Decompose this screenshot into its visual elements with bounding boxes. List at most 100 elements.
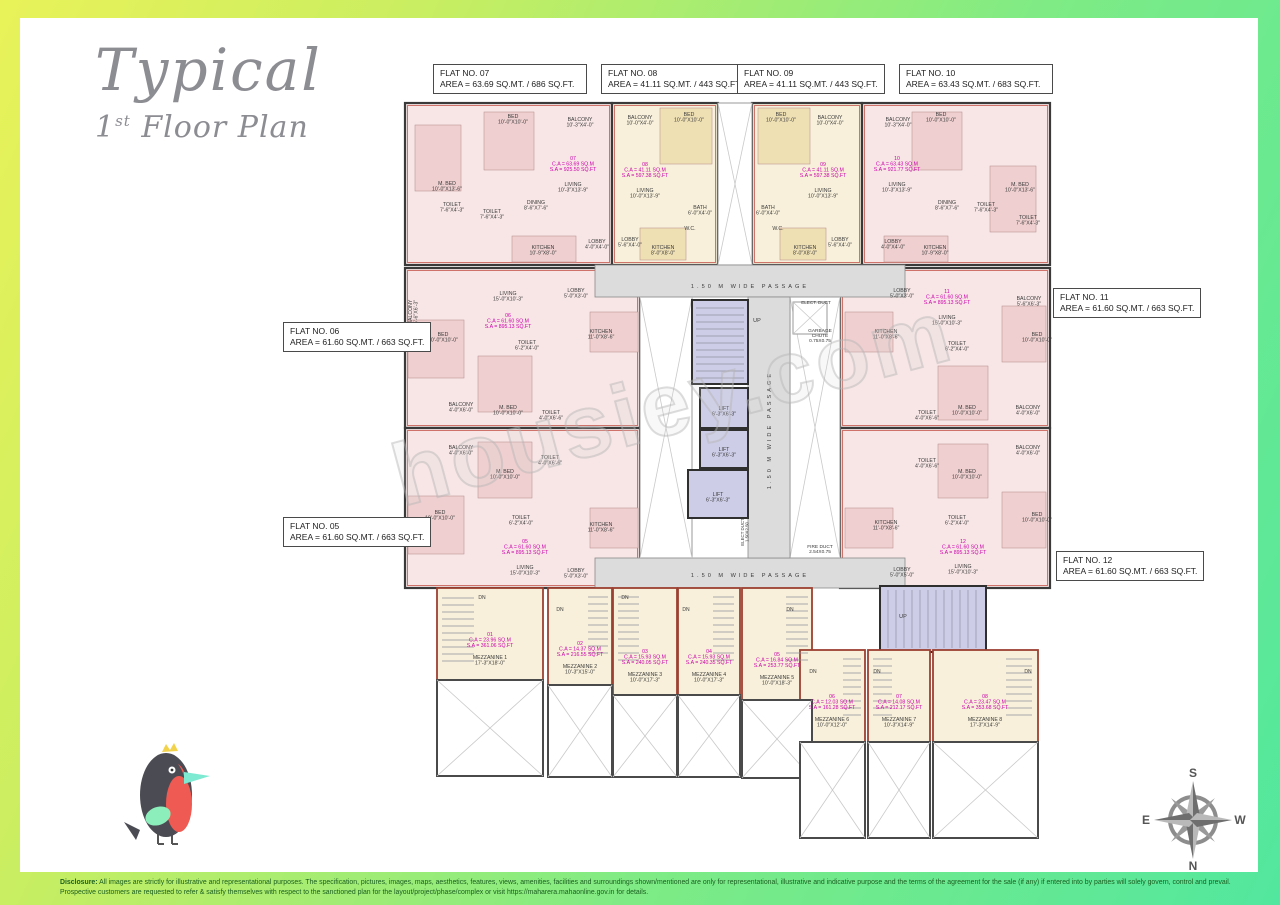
flat-area: AREA = 41.11 SQ.MT. / 443 SQ.FT.: [744, 79, 878, 90]
furniture-patch: [589, 507, 639, 549]
room-label: DN: [682, 607, 690, 613]
page-title: Typical: [95, 36, 322, 104]
furniture-patch: [937, 365, 989, 421]
furniture-patch: [1001, 491, 1047, 549]
compass-rose: S N E W: [1142, 768, 1246, 872]
zone-mezz: [932, 649, 1039, 743]
compass-bottom-label: N: [1189, 859, 1198, 872]
room-label: W.C.: [772, 226, 783, 232]
flat-area: AREA = 63.69 SQ.MT. / 686 SQ.FT.: [440, 79, 575, 90]
room-label: DN: [621, 595, 629, 601]
zone-core: [699, 387, 749, 429]
disclaimer-text: All images are strictly for illustrative…: [60, 879, 1231, 897]
room-label: UP: [899, 614, 907, 620]
subtitle-text: Floor Plan: [130, 110, 309, 145]
flat-number: FLAT NO. 08: [608, 68, 658, 78]
plan-stairs: [442, 307, 1032, 716]
furniture-patch: [477, 441, 533, 499]
zone-core: [691, 299, 749, 385]
bird-logo-icon: [124, 743, 210, 845]
zone-pass: [747, 296, 791, 559]
flat-number: FLAT NO. 07: [440, 68, 490, 78]
furniture-patch: [883, 235, 949, 263]
zone-mezz: [436, 587, 544, 681]
flat-area: AREA = 61.60 SQ.MT. / 663 SQ.FT.: [290, 532, 425, 543]
subtitle-ordinal: st: [115, 112, 131, 130]
zone-mezz: [677, 587, 741, 696]
room-label: DN: [556, 607, 564, 613]
compass-left-label: E: [1142, 813, 1150, 827]
room-label: DN: [1024, 669, 1032, 675]
flat-number: FLAT NO. 09: [744, 68, 794, 78]
room-label: 1.50 M WIDE PASSAGE: [691, 573, 809, 579]
room-label: UP: [753, 318, 761, 324]
flat-number: FLAT NO. 06: [290, 326, 340, 336]
furniture-patch: [659, 107, 713, 165]
subtitle-number: 1: [95, 110, 116, 145]
furniture-patch: [639, 227, 687, 261]
zone-mezz: [867, 649, 931, 743]
room-label: ELECT. DUCT: [801, 300, 831, 305]
room-label: BALCONY5'-6"X6'-3": [408, 299, 419, 324]
flat-number: FLAT NO. 12: [1063, 555, 1113, 565]
flat-area: AREA = 61.60 SQ.MT. / 663 SQ.FT.: [1060, 303, 1195, 314]
furniture-patch: [483, 111, 535, 171]
compass-right-label: W: [1234, 813, 1246, 827]
page-subtitle: 1st Floor Plan: [95, 110, 309, 145]
room-label: DN: [873, 669, 881, 675]
flat-area: AREA = 61.60 SQ.MT. / 663 SQ.FT.: [1063, 566, 1198, 577]
flat-number: FLAT NO. 11: [1060, 292, 1109, 302]
